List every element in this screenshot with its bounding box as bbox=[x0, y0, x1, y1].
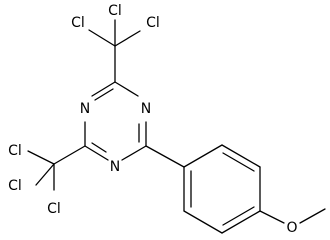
nitrogen-atom-label: N bbox=[80, 101, 90, 117]
bond-phenyl-double bbox=[222, 206, 255, 226]
bond-ring bbox=[84, 145, 109, 161]
bond-ccl3-top-to-cl bbox=[114, 30, 141, 47]
nitrogen-atom-label: N bbox=[110, 159, 120, 175]
bond-ccl3-left-to-cl bbox=[27, 150, 55, 165]
bond-phenyl bbox=[183, 210, 223, 234]
bond-ring-double bbox=[91, 142, 107, 153]
atom-labels: Cl Cl Cl N N N Cl Cl Cl O bbox=[8, 3, 297, 236]
bond-ring bbox=[121, 145, 147, 161]
bond-phenyl bbox=[221, 210, 261, 234]
bond-ring-to-phenyl bbox=[145, 145, 185, 168]
bond-ccl3-left-to-cl bbox=[35, 163, 55, 186]
bond-phenyl bbox=[183, 144, 223, 168]
oxygen-atom-label: O bbox=[286, 220, 297, 236]
chlorine-atom-label: Cl bbox=[8, 143, 22, 159]
bond-ring bbox=[91, 81, 116, 97]
nitrogen-atom-label: N bbox=[141, 101, 151, 117]
bond-phenyl bbox=[221, 144, 261, 168]
chlorine-atom-label: Cl bbox=[71, 15, 85, 31]
bond-oxygen-to-methyl bbox=[299, 208, 326, 224]
bond-phenyl-to-oxygen bbox=[259, 210, 285, 224]
bonds bbox=[27, 19, 326, 234]
bond-ring bbox=[114, 81, 139, 97]
chlorine-atom-label: Cl bbox=[47, 201, 61, 217]
bond-ring-to-ccl3-left bbox=[53, 145, 86, 165]
chlorine-atom-label: Cl bbox=[146, 15, 160, 31]
bond-phenyl-double bbox=[222, 152, 255, 172]
chlorine-atom-label: Cl bbox=[108, 3, 122, 19]
chlorine-atom-label: Cl bbox=[8, 178, 22, 194]
bond-ccl3-top-to-cl bbox=[88, 29, 116, 47]
bond-ring-double bbox=[94, 88, 114, 101]
